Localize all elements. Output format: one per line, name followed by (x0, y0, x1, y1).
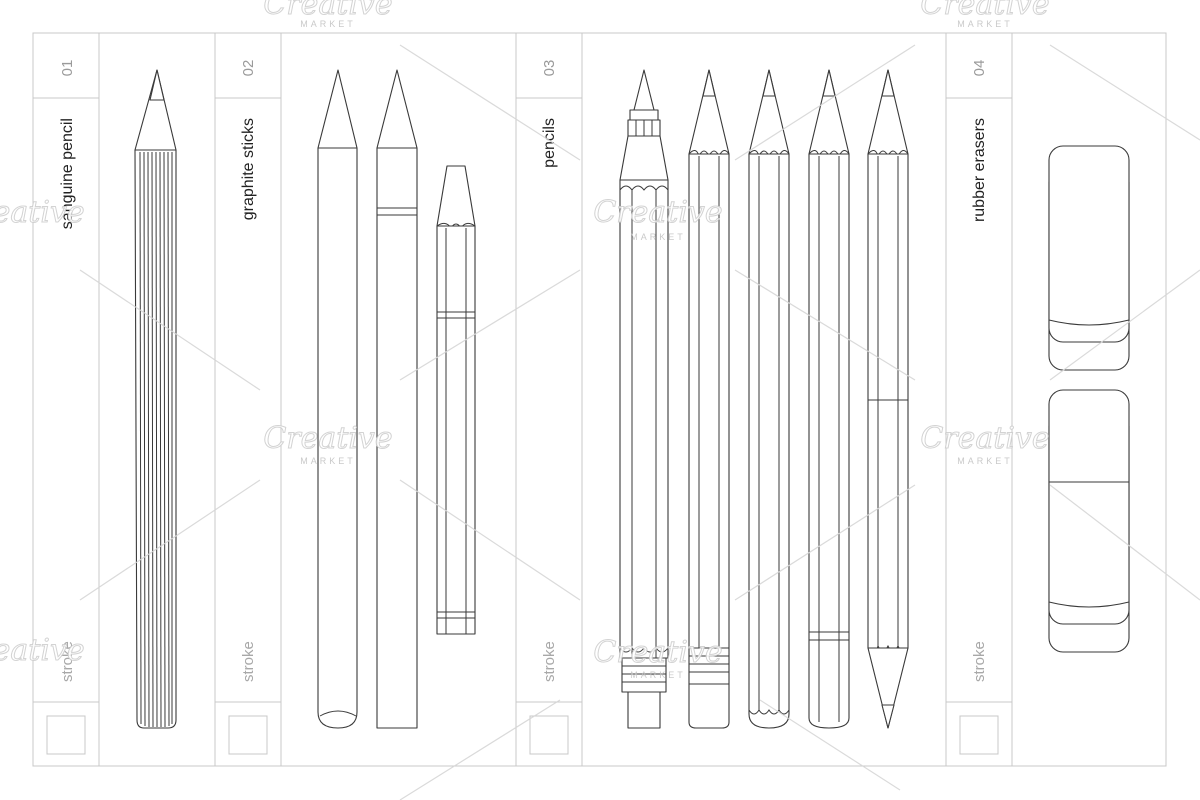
watermark-brand: Creative (0, 633, 85, 668)
svg-text:MARKET: MARKET (957, 19, 1013, 29)
section-mode-04: stroke (971, 641, 988, 682)
svg-text:MARKET: MARKET (300, 19, 356, 29)
checkbox-02[interactable] (228, 715, 268, 755)
pencil-icon (688, 69, 730, 729)
checkbox-03[interactable] (529, 715, 569, 755)
section-number-03: 03 (541, 60, 558, 77)
section-02: 02 graphite sticks stroke (214, 32, 476, 767)
section-title-03: pencils (541, 118, 558, 168)
graphite-stick-icon (317, 69, 358, 729)
section-mode-03: stroke (541, 641, 558, 682)
sidebar-03 (515, 32, 583, 767)
watermark-brand: Creative (920, 421, 1049, 456)
watermark-brand: Creative (0, 195, 85, 230)
watermark-brand: Creative (920, 0, 1049, 22)
watermark-brand: Creative (263, 0, 392, 22)
section-number-01: 01 (59, 60, 76, 77)
sanguine-pencil-icon (134, 69, 177, 729)
sidebar-04 (945, 32, 1013, 767)
section-01: 01 sanguine pencil stroke (32, 32, 216, 767)
pencil-icon (808, 69, 850, 729)
svg-text:MARKET: MARKET (630, 232, 686, 242)
eraser-icon (1048, 389, 1130, 653)
svg-text:MARKET: MARKET (300, 456, 356, 466)
mechanical-pencil-icon (619, 69, 669, 729)
watermark-brand: Creative (593, 195, 722, 230)
double-pencil-icon (867, 69, 909, 729)
svg-text:MARKET: MARKET (957, 456, 1013, 466)
svg-text:MARKET: MARKET (630, 670, 686, 680)
section-03: 03 pencils stroke (515, 32, 909, 767)
graphite-stick-icon (436, 165, 476, 635)
section-04: 04 rubber erasers stroke (945, 32, 1130, 767)
section-number-04: 04 (971, 60, 988, 77)
section-mode-02: stroke (240, 641, 257, 682)
graphite-stick-icon (376, 69, 418, 729)
sidebar-02 (214, 32, 282, 767)
section-title-04: rubber erasers (971, 118, 988, 222)
checkbox-01[interactable] (46, 715, 86, 755)
section-title-02: graphite sticks (240, 118, 257, 220)
section-number-02: 02 (240, 60, 257, 77)
pencil-icon (748, 69, 790, 729)
watermark-brand: Creative (593, 635, 722, 670)
watermark-brand: Creative (263, 421, 392, 456)
section-title-01: sanguine pencil (59, 118, 76, 229)
eraser-icon (1048, 145, 1130, 371)
checkbox-04[interactable] (959, 715, 999, 755)
section-mode-01: stroke (59, 641, 76, 682)
